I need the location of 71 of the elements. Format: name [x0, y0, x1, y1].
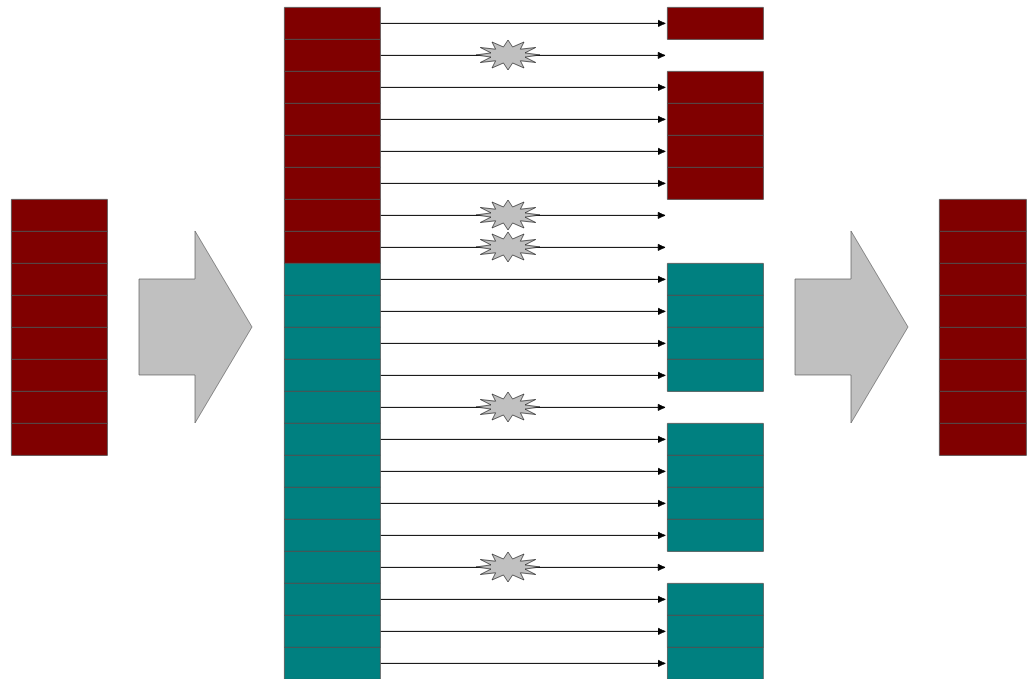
packet-box — [284, 103, 381, 136]
packet-box — [284, 359, 381, 392]
packet-box — [11, 231, 108, 264]
arrow — [380, 339, 666, 347]
arrow — [380, 659, 666, 667]
packet-box — [667, 519, 764, 552]
packet-box — [667, 295, 764, 328]
packet-box — [939, 423, 1027, 456]
packet-box — [667, 167, 764, 200]
packet-box — [667, 71, 764, 104]
packet-box — [667, 327, 764, 360]
packet-box — [284, 231, 381, 264]
packet-box — [939, 391, 1027, 424]
packet-box — [667, 135, 764, 168]
packet-box — [284, 327, 381, 360]
arrow — [380, 83, 666, 91]
arrow — [380, 531, 666, 539]
packet-box — [284, 295, 381, 328]
packet-box — [11, 295, 108, 328]
packet-box — [939, 263, 1027, 296]
packet-box — [284, 583, 381, 616]
packet-box — [284, 199, 381, 232]
packet-box — [939, 295, 1027, 328]
packet-box — [11, 327, 108, 360]
arrow — [380, 307, 666, 315]
packet-box — [284, 263, 381, 296]
packet-box — [284, 487, 381, 520]
packet-box — [667, 487, 764, 520]
packet-box — [284, 455, 381, 488]
packet-box — [939, 231, 1027, 264]
arrow — [380, 371, 666, 379]
packet-box — [667, 455, 764, 488]
arrow — [380, 627, 666, 635]
packet-box — [284, 135, 381, 168]
packet-box — [284, 647, 381, 679]
packet-box — [284, 615, 381, 648]
arrow — [380, 499, 666, 507]
arrow — [380, 147, 666, 155]
packet-box — [284, 167, 381, 200]
packet-box — [667, 615, 764, 648]
packet-box — [667, 583, 764, 616]
packet-box — [284, 551, 381, 584]
packet-box — [667, 647, 764, 679]
arrow — [380, 467, 666, 475]
packet-box — [667, 359, 764, 392]
packet-box — [667, 103, 764, 136]
packet-box — [939, 359, 1027, 392]
packet-box — [11, 391, 108, 424]
packet-box — [939, 199, 1027, 232]
arrow — [380, 275, 666, 283]
packet-box — [284, 7, 381, 40]
packet-box — [284, 39, 381, 72]
arrow — [380, 115, 666, 123]
packet-box — [11, 199, 108, 232]
packet-box — [284, 71, 381, 104]
arrow — [380, 595, 666, 603]
packet-box — [939, 327, 1027, 360]
block-arrow — [138, 230, 253, 424]
packet-box — [11, 423, 108, 456]
packet-box — [11, 359, 108, 392]
packet-box — [667, 423, 764, 456]
arrow — [380, 19, 666, 27]
arrow — [380, 179, 666, 187]
packet-box — [284, 391, 381, 424]
block-arrow — [794, 230, 909, 424]
packet-box — [284, 519, 381, 552]
packet-box — [667, 7, 764, 40]
packet-box — [667, 263, 764, 296]
packet-box — [284, 423, 381, 456]
arrow — [380, 435, 666, 443]
packet-box — [11, 263, 108, 296]
